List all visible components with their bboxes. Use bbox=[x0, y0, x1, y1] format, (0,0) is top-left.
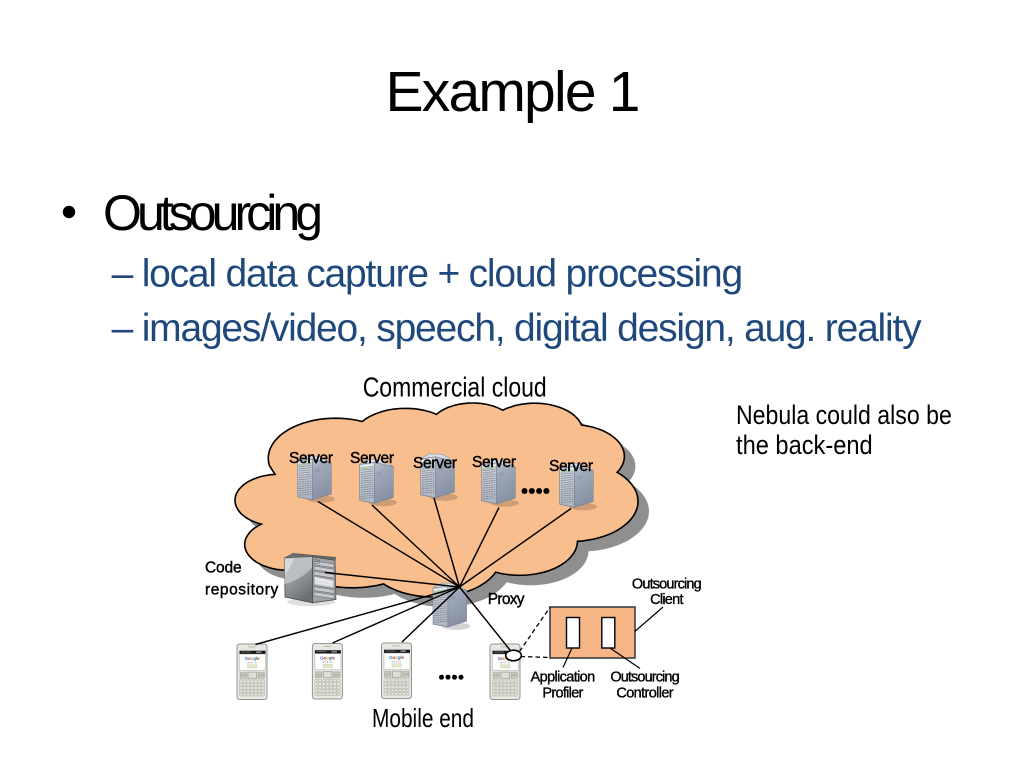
svg-text:– images/video, speech, digita: – images/video, speech, digital design, … bbox=[112, 307, 923, 350]
svg-text:Mobile end: Mobile end bbox=[372, 703, 474, 733]
svg-text:Outsourcing: Outsourcing bbox=[610, 670, 679, 686]
svg-text:Client: Client bbox=[650, 592, 683, 608]
svg-text:Outsourcing: Outsourcing bbox=[632, 577, 702, 593]
svg-text:Server: Server bbox=[289, 450, 333, 467]
svg-text:Profiler: Profiler bbox=[542, 686, 583, 702]
svg-text:– local data capture + cloud p: – local data capture + cloud processing bbox=[112, 253, 744, 296]
svg-text:repository: repository bbox=[205, 582, 278, 599]
svg-text:Server: Server bbox=[350, 450, 394, 467]
svg-text:Server: Server bbox=[472, 454, 516, 471]
svg-text:Application: Application bbox=[531, 670, 596, 686]
svg-text:Server: Server bbox=[413, 455, 457, 472]
svg-text:Code: Code bbox=[205, 560, 242, 577]
svg-text:Controller: Controller bbox=[616, 686, 673, 702]
svg-text:Nebula could also be: Nebula could also be bbox=[736, 400, 952, 430]
svg-text:Server: Server bbox=[549, 458, 593, 475]
svg-text:the back-end: the back-end bbox=[736, 430, 873, 460]
svg-text:Proxy: Proxy bbox=[488, 591, 525, 608]
svg-text:Example 1: Example 1 bbox=[386, 60, 641, 124]
svg-text:Commercial cloud: Commercial cloud bbox=[363, 372, 547, 403]
svg-text:Outsourcing: Outsourcing bbox=[103, 185, 323, 241]
